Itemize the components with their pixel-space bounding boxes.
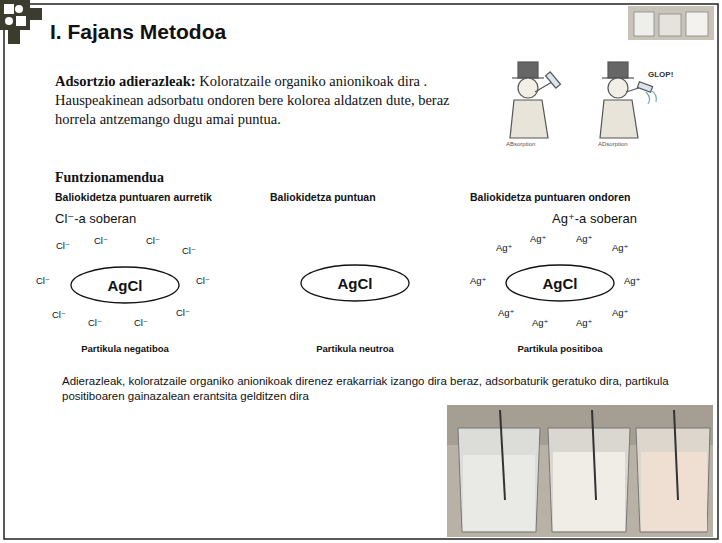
slide-frame	[4, 4, 718, 539]
chloride-ion: Cl⁻	[52, 310, 66, 321]
chloride-ion: Cl⁻	[196, 276, 210, 287]
header-photo	[628, 6, 714, 40]
chloride-ion: Cl⁻	[182, 246, 196, 257]
silver-ion: Ag⁺	[530, 234, 547, 245]
particle-formula: AgCl	[108, 277, 143, 294]
chloride-ion: Cl⁻	[94, 236, 108, 247]
particle-caption: Partikula negatiboa	[81, 344, 169, 355]
silver-ion: Ag⁺	[532, 318, 549, 329]
intro-heading: Adsortzio adierazleak:	[55, 73, 196, 89]
silver-ion: Ag⁺	[612, 243, 629, 254]
column-heading: Baliokidetza puntuan	[270, 191, 376, 203]
particle-ellipse: AgCl	[505, 264, 615, 302]
silver-ion: Ag⁺	[624, 276, 641, 287]
cartoon-sound: GLOP!	[648, 70, 673, 79]
particle-formula: AgCl	[338, 275, 373, 292]
section-heading: Funtzionamendua	[55, 170, 164, 186]
cartoon-absorption	[510, 62, 560, 138]
particle-ellipse: AgCl	[300, 264, 410, 302]
chloride-ion: Cl⁻	[176, 308, 190, 319]
excess-note: Ag⁺-a soberan	[552, 212, 637, 227]
particle-caption: Partikula neutroa	[316, 344, 394, 355]
intro-paragraph: Adsortzio adierazleak: Koloratzaile orga…	[55, 72, 475, 129]
silver-ion: Ag⁺	[612, 308, 629, 319]
column-heading: Baliokidetza puntuaren ondoren	[470, 191, 630, 203]
beaker-photo	[447, 405, 713, 537]
cartoon-caption: ABsorption	[506, 141, 535, 148]
chloride-ion: Cl⁻	[134, 318, 148, 329]
chloride-ion: Cl⁻	[36, 276, 50, 287]
cartoon-adsorption	[600, 62, 656, 138]
silver-ion: Ag⁺	[470, 276, 487, 287]
column-heading: Baliokidetza puntuaren aurretik	[55, 191, 212, 203]
particle-caption: Partikula positiboa	[518, 344, 603, 355]
explanation-text: Adierazleak, koloratzaile organiko anion…	[62, 374, 692, 404]
particle-ellipse: AgCl	[70, 266, 180, 304]
chloride-ion: Cl⁻	[88, 318, 102, 329]
cartoon-caption: ADsorption	[598, 141, 628, 148]
particle-formula: AgCl	[543, 275, 578, 292]
silver-ion: Ag⁺	[496, 243, 513, 254]
silver-ion: Ag⁺	[498, 308, 515, 319]
slide-title: I. Fajans Metodoa	[50, 20, 226, 44]
corner-icon	[0, 0, 42, 44]
chloride-ion: Cl⁻	[146, 236, 160, 247]
silver-ion: Ag⁺	[576, 318, 593, 329]
silver-ion: Ag⁺	[576, 234, 593, 245]
excess-note: Cl⁻-a soberan	[55, 212, 136, 227]
chloride-ion: Cl⁻	[56, 241, 70, 252]
